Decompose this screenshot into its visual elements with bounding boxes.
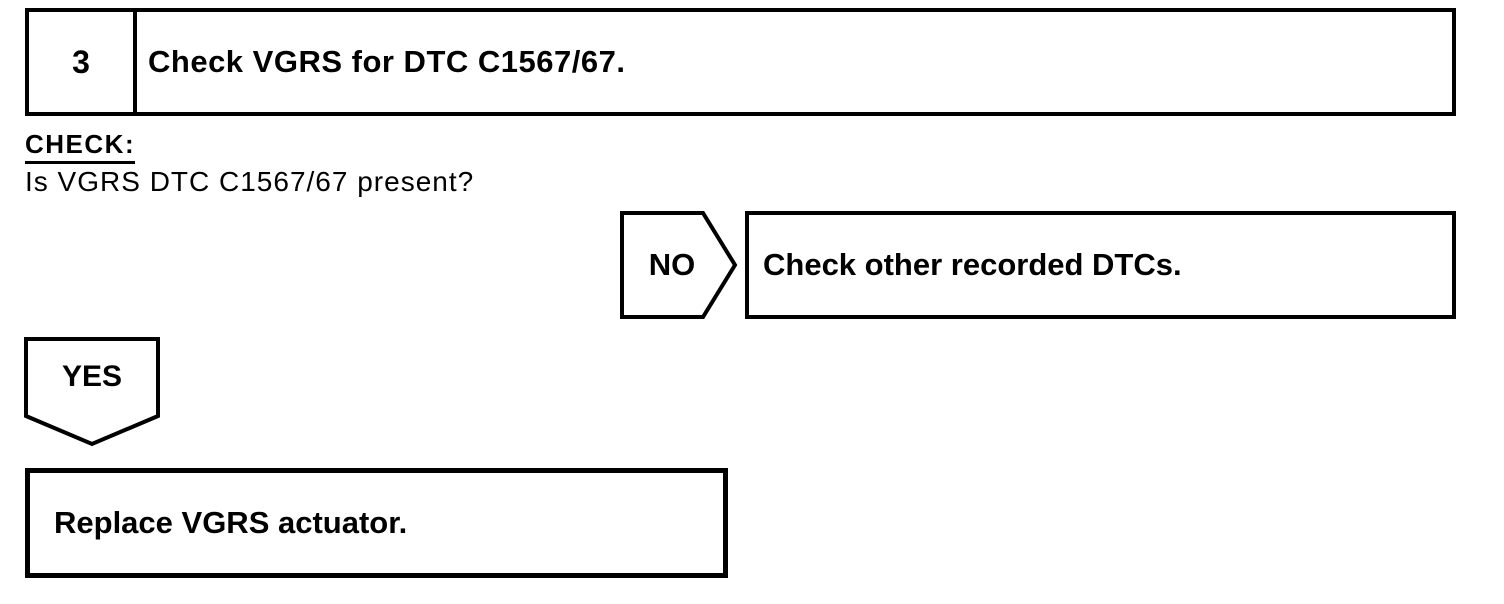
no-connector-label: NO [648,247,696,282]
step-number: 3 [72,43,90,80]
yes-connector-label: YES [61,360,123,393]
step-number-cell: 3 [29,12,137,112]
step-title-cell: Check VGRS for DTC C1567/67. [137,12,1452,112]
no-result-text: Check other recorded DTCs. [763,247,1182,282]
no-result-box: Check other recorded DTCs. [745,211,1456,319]
no-arrow-polygon [620,211,738,319]
yes-arrow-shape [24,337,160,447]
no-connector: NO [620,211,738,319]
yes-arrow-polygon [24,337,160,447]
no-arrow-shape [620,211,738,319]
yes-result-box: Replace VGRS actuator. [25,468,728,578]
yes-result-text: Replace VGRS actuator. [54,505,408,540]
check-question: Is VGRS DTC C1567/67 present? [25,166,475,197]
check-heading: CHECK: [25,129,136,164]
step-header-box: 3 Check VGRS for DTC C1567/67. [25,8,1456,116]
step-title: Check VGRS for DTC C1567/67. [148,44,626,79]
yes-connector: YES [24,337,160,447]
